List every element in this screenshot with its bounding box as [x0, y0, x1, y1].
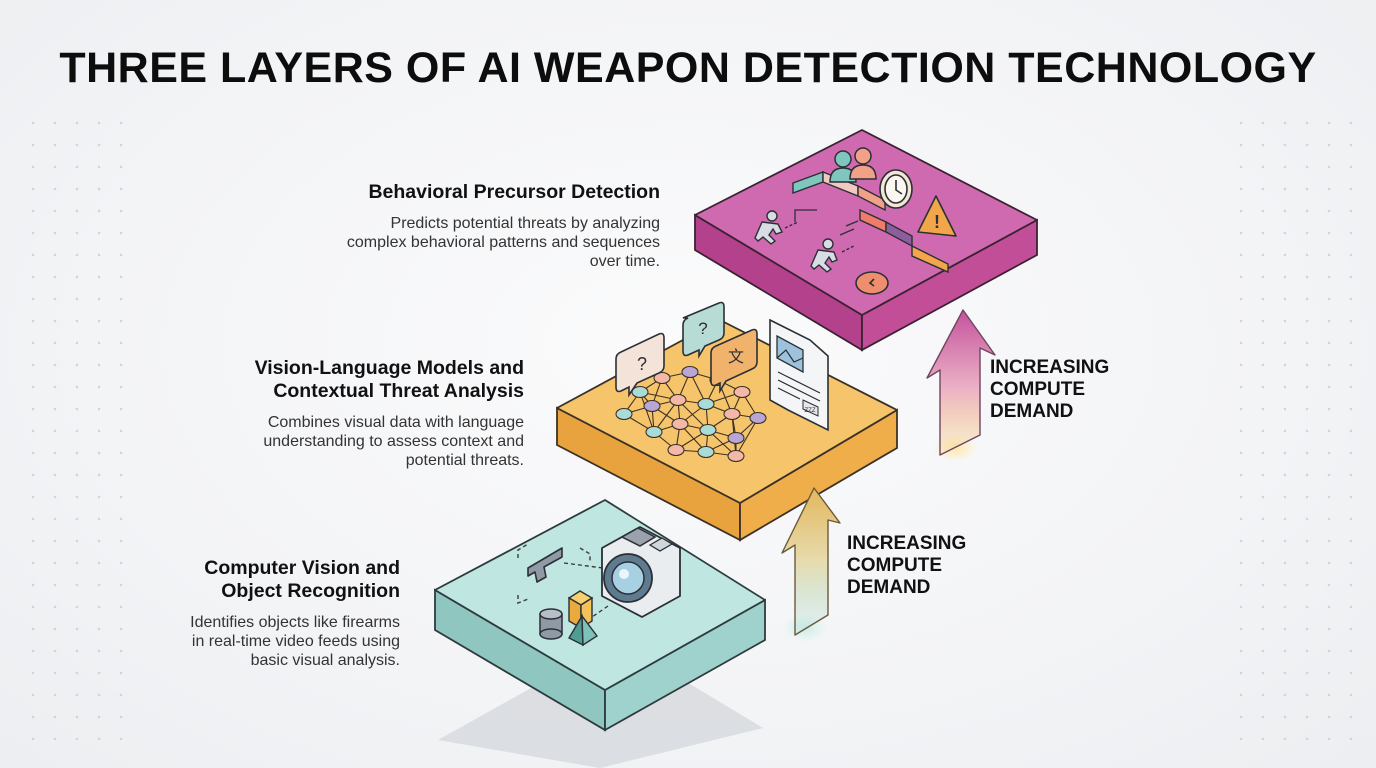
pyramid-icon: [568, 613, 599, 647]
network-node: [631, 385, 649, 399]
compute-arrow-lower: [781, 487, 841, 642]
network-node: [697, 397, 715, 411]
dot-grid-left: [22, 112, 142, 740]
network-edge: [677, 399, 709, 431]
layer-heading: Behavioral Precursor Detection: [368, 181, 660, 203]
network-node: [749, 411, 767, 425]
layer-computer-vision: [434, 499, 766, 768]
layer-behavioral: !: [694, 129, 1038, 352]
cylinder-icon: [539, 608, 563, 640]
network-node: [645, 425, 663, 439]
running-figure-icon: [810, 238, 855, 273]
network-node: [653, 371, 671, 385]
timeline-icon: [792, 170, 949, 274]
network-node: [667, 443, 685, 457]
network-node: [643, 399, 661, 413]
page-title: THREE LAYERS OF AI WEAPON DETECTION TECH…: [59, 44, 1317, 92]
network-node: [697, 445, 715, 459]
network-edge: [639, 391, 655, 433]
svg-text:!: !: [934, 212, 940, 232]
network-node: [681, 365, 699, 379]
network-node: [733, 385, 751, 399]
layer-description-vision-language: Vision-Language Models and Contextual Th…: [160, 357, 524, 470]
network-node: [727, 431, 745, 445]
question-bubble-icon: ?: [615, 332, 665, 398]
running-figure-icon: [754, 210, 799, 245]
compute-demand-label-upper: INCREASING COMPUTE DEMAND: [990, 357, 1110, 422]
svg-text:?: ?: [698, 319, 707, 338]
network-node: [615, 407, 633, 421]
network-node: [669, 393, 687, 407]
compute-demand-label-lower: INCREASING COMPUTE DEMAND: [847, 533, 967, 598]
network-node: [723, 407, 741, 421]
compute-arrow-upper: [926, 309, 996, 462]
network-node: [671, 417, 689, 431]
timer-icon: [855, 271, 889, 295]
svg-text:文: 文: [728, 347, 744, 366]
handgun-icon: [527, 547, 563, 583]
layer-body: Combines visual data with language under…: [263, 414, 524, 469]
network-node: [727, 449, 745, 463]
layer-description-computer-vision: Computer Vision and Object Recognition I…: [100, 557, 400, 670]
dot-grid-right: [1230, 112, 1360, 740]
cube-icon: [567, 590, 594, 630]
document-image-icon: ZZZ: [769, 318, 829, 432]
network-edge: [735, 417, 759, 457]
layer-description-behavioral: Behavioral Precursor Detection Predicts …: [250, 181, 660, 271]
clock-icon: [879, 169, 913, 209]
translate-bubble-icon: 文: [710, 328, 758, 394]
layer-body: Identifies objects like firearms in real…: [190, 614, 400, 669]
layer-body: Predicts potential threats by analyzing …: [346, 215, 660, 270]
svg-text:?: ?: [637, 354, 647, 374]
layer-heading: Vision-Language Models and Contextual Th…: [254, 357, 524, 402]
people-icon: [829, 147, 877, 183]
svg-text:ZZZ: ZZZ: [805, 408, 816, 414]
layer-vision-language: ? ? 文 ZZZ: [556, 301, 898, 542]
question-bubble-icon: ?: [682, 301, 725, 359]
layer-heading: Computer Vision and Object Recognition: [204, 557, 400, 602]
warning-icon: !: [917, 195, 957, 237]
network-node: [699, 423, 717, 437]
camera-icon: [601, 526, 681, 618]
